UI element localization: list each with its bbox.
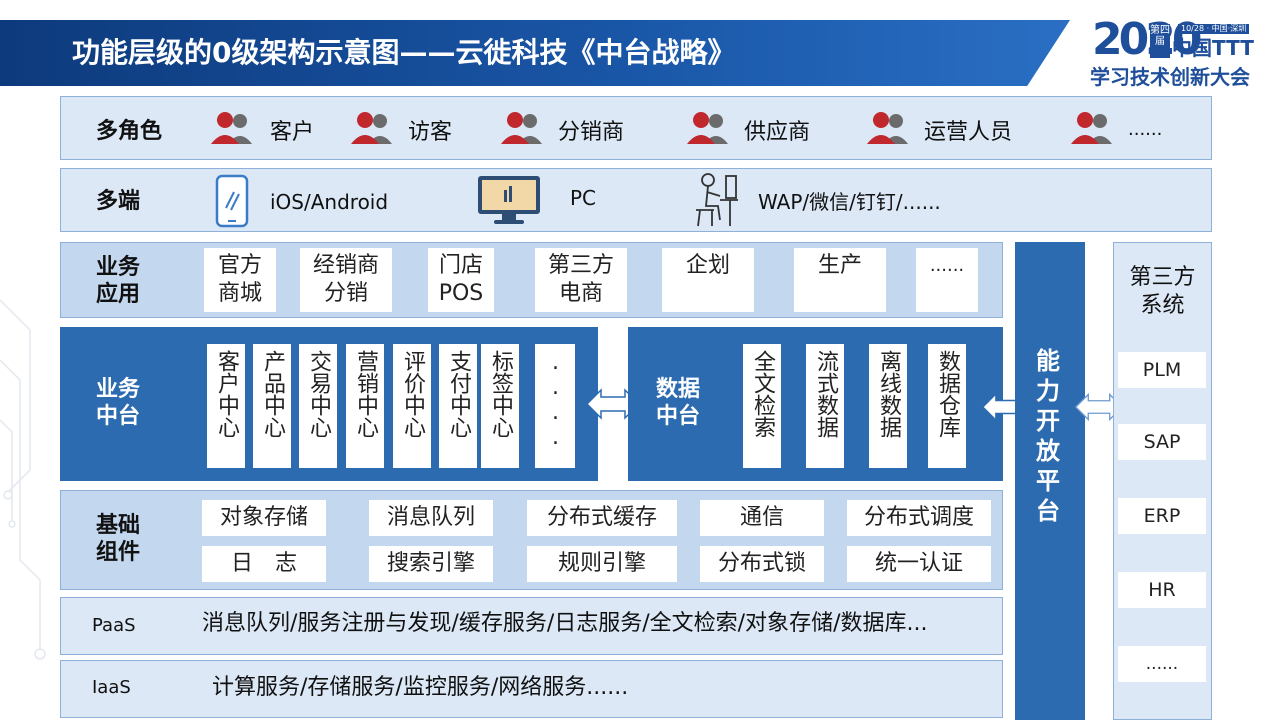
role-supplier: 供应商 <box>744 120 811 145</box>
logo-line1: 中国TTT <box>1172 36 1254 60</box>
person-at-desk-icon <box>696 173 738 227</box>
base-components-label: 基础 组件 <box>96 513 141 565</box>
comp-rule-engine: 规则引擎 <box>527 546 677 582</box>
logo-line2: 学习技术创新大会 <box>1090 65 1250 89</box>
endpoint-wap: WAP/微信/钉钉/...... <box>758 190 941 214</box>
title-banner <box>0 20 1070 86</box>
open-platform-label: 能力开放平台 <box>1036 347 1060 525</box>
person-pair-icon <box>351 112 392 144</box>
role-visitor: 访客 <box>408 120 453 145</box>
business-apps-label: 业务 应用 <box>96 255 141 307</box>
iaas-services: 计算服务/存储服务/监控服务/网络服务...... <box>212 675 629 700</box>
comp-distributed-cache: 分布式缓存 <box>527 500 677 536</box>
roles-panel <box>60 96 1212 160</box>
person-pair-icon <box>687 112 728 144</box>
comp-unified-auth: 统一认证 <box>847 546 991 582</box>
role-distributor: 分销商 <box>558 120 625 145</box>
third-party-plm: PLM <box>1118 352 1206 388</box>
comp-distributed-lock: 分布式锁 <box>700 546 824 582</box>
logo-badge: 第四届 <box>1150 24 1170 58</box>
bp-more: .... <box>535 344 575 468</box>
person-pair-icon <box>867 112 908 144</box>
bp-marketing-center: 营销中心 <box>346 344 384 468</box>
app-store-pos: 门店 POS <box>428 248 494 312</box>
endpoints-label: 多端 <box>96 189 141 214</box>
business-platform-label: 业务 中台 <box>96 377 141 429</box>
dp-full-text-search: 全文检索 <box>743 344 781 468</box>
dp-data-warehouse: 数据仓库 <box>928 344 966 468</box>
person-pair-icon <box>1071 112 1112 144</box>
bp-review-center: 评价中心 <box>393 344 431 468</box>
third-party-erp: ERP <box>1118 498 1206 534</box>
comp-object-storage: 对象存储 <box>202 500 326 536</box>
endpoints-panel <box>60 168 1212 232</box>
paas-services: 消息队列/服务注册与发现/缓存服务/日志服务/全文检索/对象存储/数据库... <box>202 611 928 636</box>
app-dealer-distribution: 经销商 分销 <box>300 248 392 312</box>
role-more: ...... <box>1128 119 1163 140</box>
page-title: 功能层级的0级架构示意图——云徙科技《中台战略》 <box>72 36 736 69</box>
iaas-label: IaaS <box>92 677 131 698</box>
third-party-hr: HR <box>1118 572 1206 608</box>
bp-payment-center: 支付中心 <box>439 344 477 468</box>
comp-logging: 日 志 <box>202 546 326 582</box>
comp-message-queue: 消息队列 <box>369 500 493 536</box>
dp-stream-data: 流式数据 <box>806 344 844 468</box>
iaas-panel <box>60 660 1003 718</box>
comp-search-engine: 搜索引擎 <box>369 546 493 582</box>
monitor-icon <box>478 176 540 224</box>
endpoint-pc: PC <box>570 186 597 210</box>
role-operator: 运营人员 <box>924 120 1013 145</box>
bp-transaction-center: 交易中心 <box>299 344 337 468</box>
endpoint-mobile: iOS/Android <box>270 190 389 214</box>
person-pair-icon <box>501 112 542 144</box>
comp-communication: 通信 <box>700 500 824 536</box>
smartphone-icon <box>215 174 249 228</box>
third-party-label: 第三方 系统 <box>1129 265 1196 318</box>
app-more: ...... <box>916 248 978 312</box>
roles-label: 多角色 <box>96 119 163 144</box>
comp-distributed-scheduling: 分布式调度 <box>847 500 991 536</box>
third-party-more: ...... <box>1118 646 1206 682</box>
bp-product-center: 产品中心 <box>253 344 291 468</box>
paas-label: PaaS <box>92 615 136 636</box>
app-third-party-ecommerce: 第三方 电商 <box>535 248 627 312</box>
app-official-mall: 官方 商城 <box>204 248 276 312</box>
bp-tag-center: 标签中心 <box>481 344 519 468</box>
role-customer: 客户 <box>270 120 315 145</box>
app-production: 生产 <box>794 248 886 312</box>
logo-date: 10/28 · 中国·深圳 <box>1178 24 1250 34</box>
bp-customer-center: 客户中心 <box>207 344 245 468</box>
app-planning: 企划 <box>662 248 754 312</box>
data-platform-label: 数据 中台 <box>656 377 701 429</box>
dp-offline-data: 离线数据 <box>869 344 907 468</box>
logo-year: 2020 <box>1092 14 1202 65</box>
third-party-panel <box>1113 242 1212 720</box>
open-platform-panel <box>1015 242 1085 720</box>
third-party-sap: SAP <box>1118 424 1206 460</box>
paas-panel <box>60 597 1003 655</box>
person-pair-icon <box>211 112 252 144</box>
